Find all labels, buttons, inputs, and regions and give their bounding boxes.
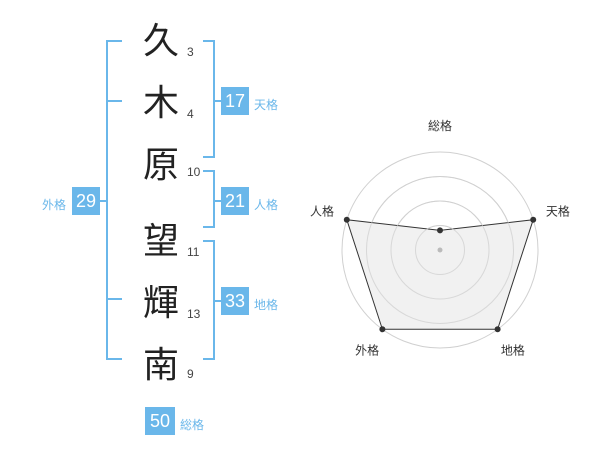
radar-point-3 (494, 326, 501, 333)
radar-point-2 (530, 216, 537, 223)
soukaku-label: 総格 (180, 418, 205, 432)
radar-axis-label: 外格 (355, 342, 379, 357)
radar-grid-ring (415, 225, 465, 275)
stroke-count-2: 4 (187, 107, 194, 121)
gaikaku-label: 外格 (42, 198, 67, 212)
radar-point-4 (379, 326, 386, 333)
soukaku-badge: 50 (145, 407, 175, 435)
tenkaku-label: 天格 (254, 98, 279, 112)
kanji-3: 原 (142, 145, 179, 186)
tenkaku-badge: 17 (221, 87, 249, 115)
chikaku-label: 地格 (254, 298, 279, 312)
kanji-4: 望 (142, 221, 179, 262)
chikaku-badge: 33 (221, 287, 249, 315)
stroke-count-3: 10 (187, 165, 201, 179)
radar-axis-label: 天格 (546, 204, 570, 219)
radar-grid-ring (390, 200, 490, 300)
radar-axis-label: 地格 (501, 342, 525, 357)
radar-point-5 (343, 216, 350, 223)
kanji-5: 輝 (142, 283, 179, 324)
stroke-count-6: 9 (187, 367, 194, 381)
radar-grid-ring-overlay (390, 200, 490, 300)
radar-data-area (346, 219, 534, 330)
radar-grid-ring-overlay (366, 176, 514, 324)
jinkaku-label: 人格 (254, 198, 279, 212)
stroke-count-4: 11 (187, 245, 200, 259)
radar-axis-label: 人格 (310, 204, 334, 219)
gaikaku-badge: 29 (72, 187, 100, 215)
kanji-2: 木 (142, 83, 179, 124)
kanji-6: 南 (142, 345, 179, 386)
radar-point-1 (437, 227, 443, 234)
radar-grid-ring (341, 151, 539, 349)
stroke-count-1: 3 (187, 45, 194, 59)
radar-grid-ring-overlay (415, 225, 465, 275)
radar-axis-label: 総格 (428, 118, 452, 133)
jinkaku-badge: 21 (221, 187, 249, 215)
radar-center (437, 247, 443, 253)
kanji-1: 久 (142, 21, 179, 62)
stroke-count-5: 13 (187, 307, 201, 321)
radar-grid-ring (366, 176, 514, 324)
